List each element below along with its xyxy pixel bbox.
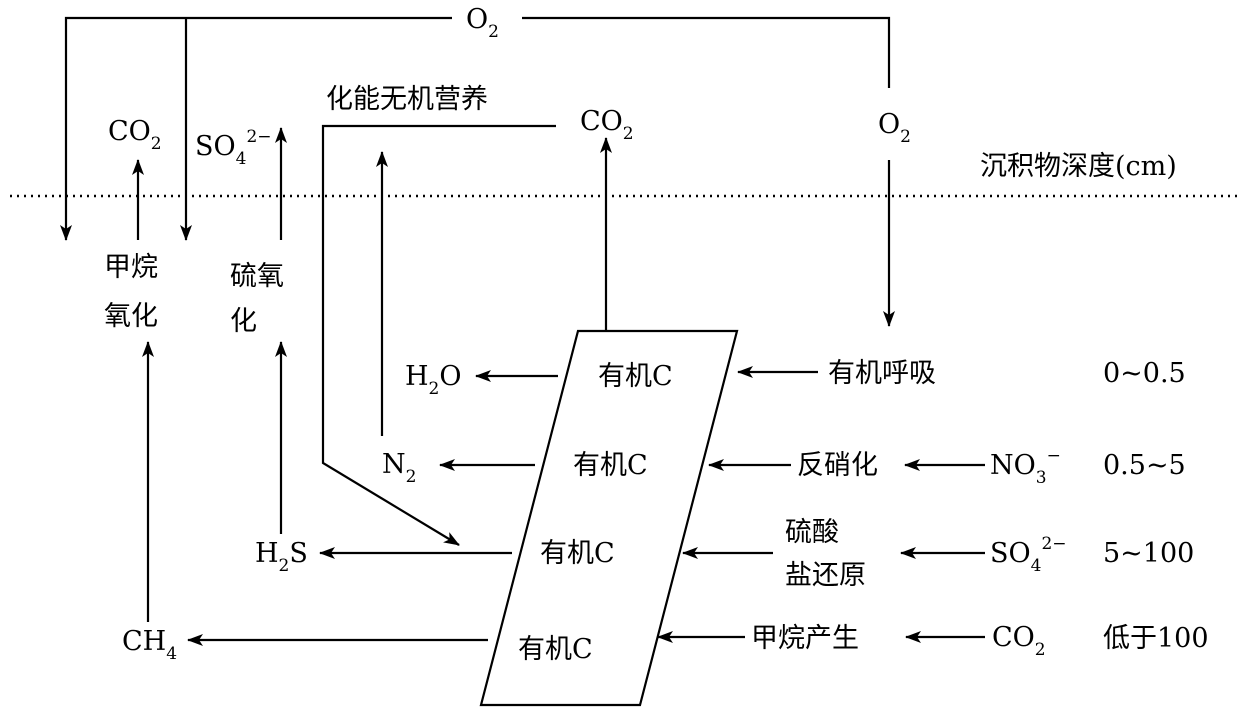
ch4-label: CH4 (122, 626, 177, 664)
sulfate-red-label-line1: 硫酸 (785, 517, 839, 548)
depth-title: 沉积物深度(cm) (980, 151, 1177, 182)
organic-c-column (479, 329, 739, 707)
o2-right-label: O2 (878, 109, 911, 147)
o2-top-line-left (60, 16, 452, 241)
depth-value-3: 5~100 (1103, 538, 1194, 569)
chemo-path-line (321, 124, 556, 546)
methane-ox-label-line1: 甲烷 (104, 252, 158, 283)
organic-c-label-2: 有机C (573, 450, 648, 481)
so4-right-label: SO42− (990, 534, 1067, 576)
o2-top-label: O2 (466, 4, 499, 42)
methane-ox-label-line2: 氧化 (104, 301, 158, 332)
depth-value-1: 0~0.5 (1103, 358, 1186, 389)
sulfur-ox-label-line1: 硫氧 (230, 261, 284, 292)
organic-resp-label: 有机呼吸 (828, 358, 936, 389)
h2s-label: H2S (255, 538, 308, 576)
organic-c-label-1: 有机C (598, 361, 673, 392)
o2-top-line-right (522, 16, 891, 88)
co2-left-label: CO2 (108, 116, 162, 154)
co2-right-label: CO2 (992, 622, 1046, 660)
n2-label: N2 (382, 449, 416, 487)
no3-label: NO3− (990, 446, 1061, 488)
so4-top-label: SO42− (195, 127, 272, 169)
sulfate-red-label-line2: 盐还原 (785, 560, 866, 591)
organic-c-label-4: 有机C (518, 634, 593, 665)
chemo-label: 化能无机营养 (326, 84, 488, 115)
organic-c-label-3: 有机C (540, 538, 615, 569)
h2o-label: H2O (405, 361, 462, 399)
co2-center-label: CO2 (580, 106, 634, 144)
methanogenesis-label: 甲烷产生 (751, 623, 859, 654)
depth-value-4: 低于100 (1103, 623, 1209, 654)
depth-value-2: 0.5~5 (1103, 450, 1186, 481)
denitrification-label: 反硝化 (797, 450, 878, 481)
sulfur-ox-label-line2: 化 (230, 306, 257, 337)
